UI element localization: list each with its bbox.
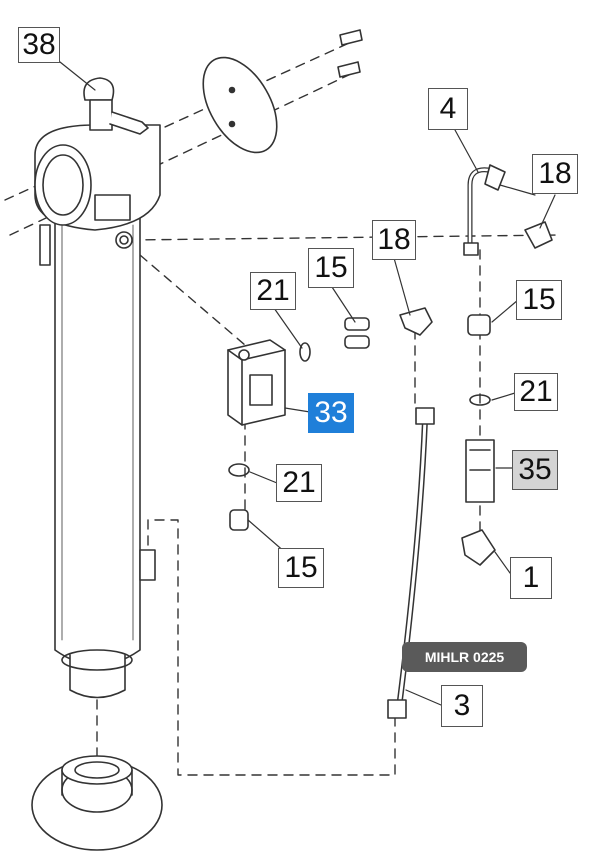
leader-lines: [54, 57, 556, 706]
eye-bolt-handle: [83, 77, 149, 135]
base-flange: [31, 755, 163, 851]
callout-35[interactable]: 35: [512, 450, 558, 490]
callout-15[interactable]: 15: [308, 248, 354, 288]
cylinder-housing: [34, 124, 161, 699]
fittings: [228, 307, 496, 566]
callout-1[interactable]: 1: [510, 557, 552, 599]
callout-38[interactable]: 38: [18, 27, 60, 63]
callout-15[interactable]: 15: [516, 280, 562, 320]
callout-21[interactable]: 21: [250, 272, 296, 310]
callout-4[interactable]: 4: [428, 88, 468, 130]
callout-21[interactable]: 21: [276, 464, 322, 502]
reference-code-badge: MIHLR 0225: [402, 642, 527, 672]
callout-33-highlighted[interactable]: 33: [308, 393, 354, 433]
callout-3[interactable]: 3: [441, 685, 483, 727]
callout-15[interactable]: 15: [278, 548, 324, 588]
callout-21[interactable]: 21: [514, 373, 558, 411]
bent-tube: [463, 164, 553, 256]
cover-disc: [202, 29, 363, 154]
callout-18[interactable]: 18: [372, 220, 416, 260]
callout-18[interactable]: 18: [532, 154, 578, 194]
valve-block: [227, 339, 286, 426]
